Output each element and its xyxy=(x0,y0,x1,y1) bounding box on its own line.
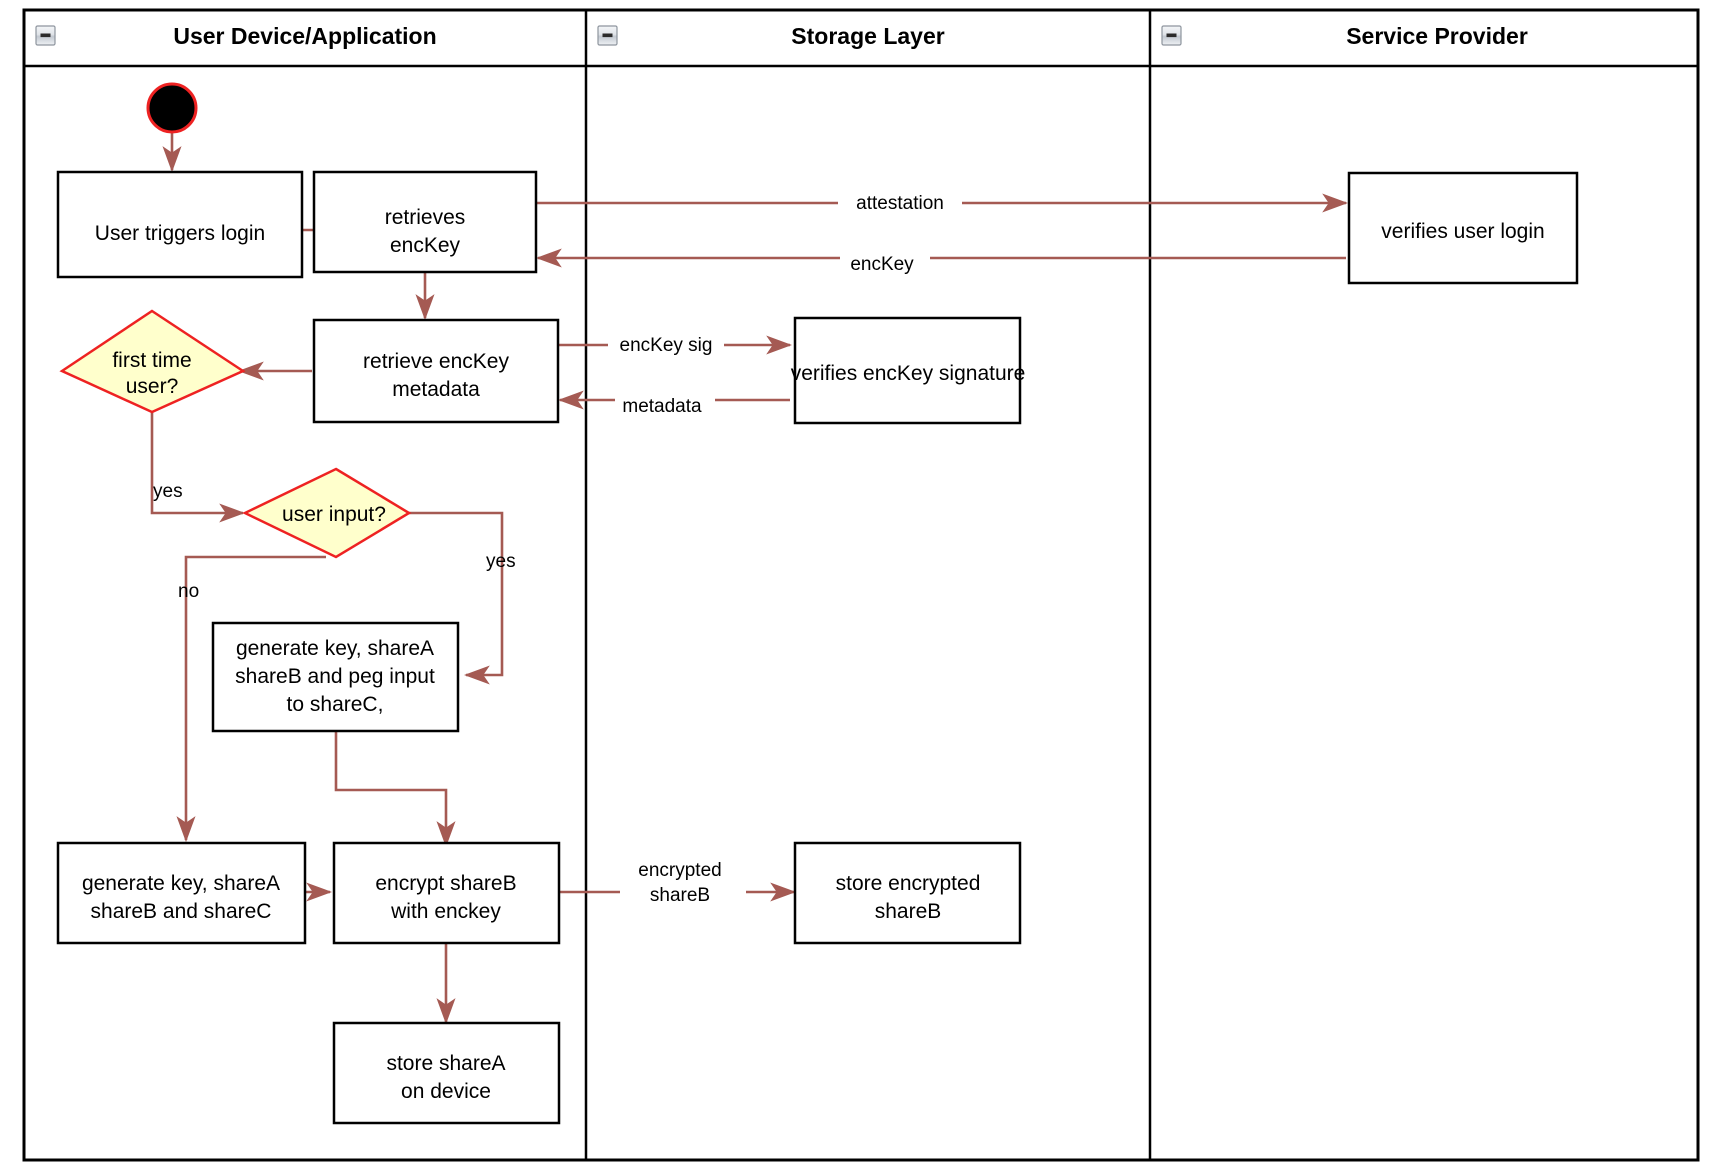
node-store-sharea[interactable]: store shareA on device xyxy=(332,1021,561,1125)
node-generate-peg[interactable]: generate key, shareA shareB and peg inpu… xyxy=(211,621,460,733)
edge-user-input-no xyxy=(176,555,326,843)
node-label-retrieve-meta-l2: metadata xyxy=(392,378,480,401)
node-label-user-input: user input? xyxy=(282,503,386,526)
node-label-retrieve-meta-l1: retrieve encKey xyxy=(363,350,509,373)
node-store-encrypted-shareb[interactable]: store encrypted shareB xyxy=(793,841,1022,945)
diagram-frame xyxy=(22,8,1700,1162)
lane-title-user-device: User Device/Application xyxy=(173,23,436,49)
node-user-input[interactable]: user input? xyxy=(242,467,412,559)
node-label-gen-peg-l3: to shareC, xyxy=(287,693,384,716)
edge-first-time-yes xyxy=(150,412,246,523)
collapse-minus-icon-lane-2[interactable] xyxy=(597,25,618,46)
edge-label-enckey-sig: encKey sig xyxy=(620,335,713,356)
node-retrieve-enckey-metadata[interactable]: retrieve encKey metadata xyxy=(312,318,560,424)
node-first-time-user[interactable]: first time user? xyxy=(59,309,246,414)
edge-label-encrypted: encrypted xyxy=(638,860,721,881)
edge-label-yes-first-time: yes xyxy=(153,481,183,502)
node-label-gen-shares-l2: shareB and shareC xyxy=(91,900,272,923)
lane-header-service-provider[interactable]: Service Provider xyxy=(1161,23,1528,49)
node-label-first-time-l1: first time xyxy=(112,349,191,372)
node-label-gen-peg-l2: shareB and peg input xyxy=(235,665,435,688)
node-retrieves-enckey[interactable]: retrieves encKey xyxy=(312,170,538,274)
node-label-store-enc-l1: store encrypted xyxy=(836,872,981,895)
encrypted-shareb-label-bg xyxy=(620,855,746,907)
node-label-retrieves-l2: encKey xyxy=(390,234,461,257)
node-verifies-user-login[interactable]: verifies user login xyxy=(1347,171,1579,285)
node-label-encrypt-l2: with enckey xyxy=(390,900,501,923)
node-label-gen-peg-l1: generate key, shareA xyxy=(236,637,434,660)
edge-user-input-yes xyxy=(409,511,504,685)
edge-label-yes-user-input: yes xyxy=(486,551,516,572)
node-label-gen-shares-l1: generate key, shareA xyxy=(82,872,280,895)
node-label-verifies-sig: verifies encKey signature xyxy=(791,362,1026,385)
node-generate-shares[interactable]: generate key, shareA shareB and shareC xyxy=(56,841,307,945)
node-user-triggers-login[interactable]: User triggers login xyxy=(56,170,304,279)
node-label-store-sharea-l2: on device xyxy=(401,1080,491,1103)
metadata-label-bg xyxy=(615,389,715,417)
initial-node xyxy=(146,82,198,134)
edge-label-metadata: metadata xyxy=(622,396,702,417)
edge-label-shareb: shareB xyxy=(650,885,710,906)
node-label-encrypt-l1: encrypt shareB xyxy=(375,872,516,895)
edge-peg-to-encrypt xyxy=(334,730,456,848)
collapse-minus-icon-lane-1[interactable] xyxy=(35,25,56,46)
node-label-store-sharea-l1: store shareA xyxy=(386,1052,505,1075)
lane-title-service-provider: Service Provider xyxy=(1346,23,1528,49)
node-encrypt-shareb[interactable]: encrypt shareB with enckey xyxy=(332,841,561,945)
node-verifies-enckey-signature[interactable]: verifies encKey signature xyxy=(791,316,1026,425)
node-label-retrieves-l1: retrieves xyxy=(385,206,466,229)
node-label-store-enc-l2: shareB xyxy=(875,900,942,923)
enckey-label-bg xyxy=(840,247,930,275)
node-label-first-time-l2: user? xyxy=(126,375,179,398)
node-label-verifies-login: verifies user login xyxy=(1381,220,1544,243)
edge-label-no-user-input: no xyxy=(178,581,199,602)
edge-label-enckey: encKey xyxy=(850,254,914,275)
enckey-sig-label-bg xyxy=(608,332,724,358)
edge-label-attestation: attestation xyxy=(856,193,944,214)
collapse-minus-icon-lane-3[interactable] xyxy=(1161,25,1182,46)
lane-header-user-device[interactable]: User Device/Application xyxy=(35,23,437,49)
attestation-label-bg xyxy=(838,190,962,216)
lane-header-storage[interactable]: Storage Layer xyxy=(597,23,945,49)
lane-title-storage: Storage Layer xyxy=(791,23,944,49)
node-label-user-triggers-login: User triggers login xyxy=(95,222,265,245)
